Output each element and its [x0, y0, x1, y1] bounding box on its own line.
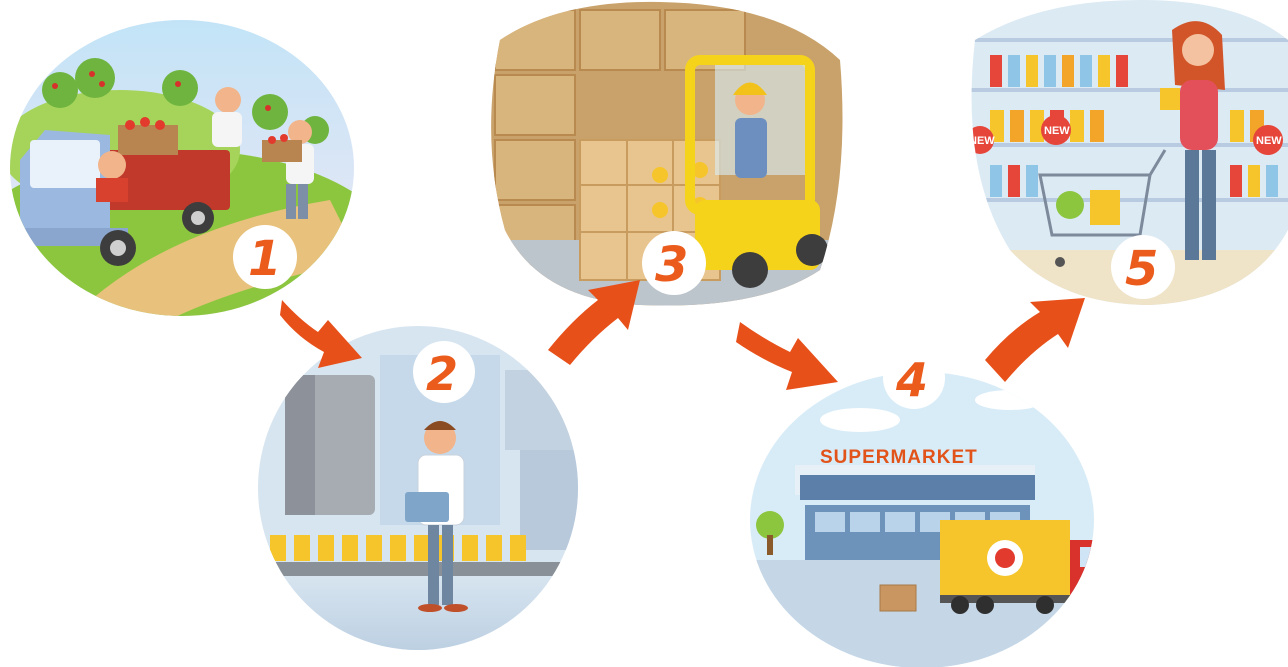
shopper-woman: [1160, 21, 1225, 260]
step-number-4: 4: [895, 353, 928, 407]
step-number-1: 1: [248, 231, 281, 287]
truck-icon: [18, 117, 230, 266]
supermarket-sign: SUPERMARKET: [820, 447, 978, 468]
forklift-icon: [685, 55, 828, 288]
farmers: [212, 87, 314, 219]
arrow-icon: [280, 280, 1085, 390]
step-2-production-scene: [258, 326, 578, 650]
step-1-harvest-scene: [10, 20, 354, 316]
new-badge-label: NEW: [1256, 135, 1282, 147]
conveyor-icon: [262, 535, 567, 576]
steel-tank-icon: [285, 375, 375, 515]
new-badge-label: NEW: [1044, 125, 1070, 137]
step-number-5: 5: [1125, 241, 1158, 297]
tree-icon: [756, 511, 784, 555]
worker-with-clipboard: [405, 421, 468, 612]
step-4-delivery-scene: SUPERMARKET: [750, 372, 1094, 667]
step-number-badge: 3: [642, 231, 706, 295]
step-number-2: 2: [426, 347, 458, 401]
step-number-badge: 2: [413, 341, 475, 403]
step-number-badge: 1: [233, 225, 297, 289]
new-badge-label: NEW: [969, 135, 995, 147]
step-number-badge: 5: [1111, 235, 1175, 299]
step-number-3: 3: [655, 237, 688, 293]
apple-tree-icon: [42, 58, 329, 144]
step-number-badge: 4: [883, 347, 945, 409]
delivery-truck-icon: [940, 520, 1094, 614]
